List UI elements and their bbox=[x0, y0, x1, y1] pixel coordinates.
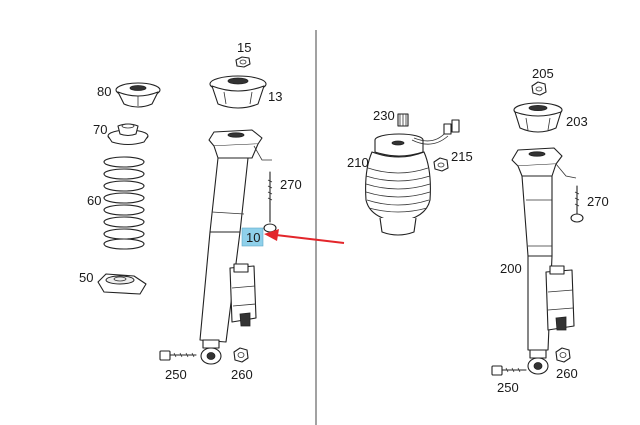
label-250-right: 250 bbox=[497, 380, 519, 395]
part-15-nut[interactable] bbox=[235, 56, 251, 68]
part-250-bolt-right[interactable] bbox=[491, 365, 527, 376]
label-10[interactable]: 10 bbox=[246, 230, 260, 245]
part-270-bolt-right[interactable] bbox=[570, 185, 584, 223]
part-270-bolt[interactable] bbox=[263, 171, 277, 233]
label-260-right: 260 bbox=[556, 366, 578, 381]
part-203-top-mount[interactable] bbox=[513, 102, 563, 133]
part-250-bolt[interactable] bbox=[159, 350, 197, 361]
right-assembly: 205 230 203 210 215 270 200 250 260 bbox=[347, 66, 609, 395]
label-15: 15 bbox=[237, 40, 251, 55]
part-60-coil-spring[interactable] bbox=[103, 156, 145, 250]
label-80: 80 bbox=[97, 84, 111, 99]
left-assembly: 15 80 13 70 270 60 10 50 250 260 bbox=[79, 40, 302, 382]
part-80-spring-top-pad[interactable] bbox=[115, 82, 161, 108]
part-10-shock-absorber[interactable] bbox=[199, 129, 272, 365]
part-230-connector[interactable] bbox=[397, 113, 409, 127]
label-230: 230 bbox=[373, 108, 395, 123]
label-203: 203 bbox=[566, 114, 588, 129]
part-210-air-spring[interactable] bbox=[365, 119, 460, 236]
label-260: 260 bbox=[231, 367, 253, 382]
label-60: 60 bbox=[87, 193, 101, 208]
part-200-strut[interactable] bbox=[511, 147, 577, 375]
part-260-nut-right[interactable] bbox=[555, 347, 571, 363]
label-200: 200 bbox=[500, 261, 522, 276]
part-13-top-mount[interactable] bbox=[209, 75, 267, 109]
label-270-right: 270 bbox=[587, 194, 609, 209]
part-50-lower-seat[interactable] bbox=[97, 273, 147, 295]
label-210: 210 bbox=[347, 155, 369, 170]
label-50: 50 bbox=[79, 270, 93, 285]
label-270: 270 bbox=[280, 177, 302, 192]
label-70: 70 bbox=[93, 122, 107, 137]
label-205: 205 bbox=[532, 66, 554, 81]
part-260-nut[interactable] bbox=[233, 347, 249, 363]
label-250: 250 bbox=[165, 367, 187, 382]
label-215: 215 bbox=[451, 149, 473, 164]
callout-arrow bbox=[264, 229, 345, 244]
highlight-box-10 bbox=[241, 227, 264, 247]
part-205-nut[interactable] bbox=[531, 81, 547, 96]
part-215-fitting[interactable] bbox=[433, 157, 449, 172]
part-70-isolator[interactable] bbox=[107, 123, 149, 146]
label-13: 13 bbox=[268, 89, 282, 104]
